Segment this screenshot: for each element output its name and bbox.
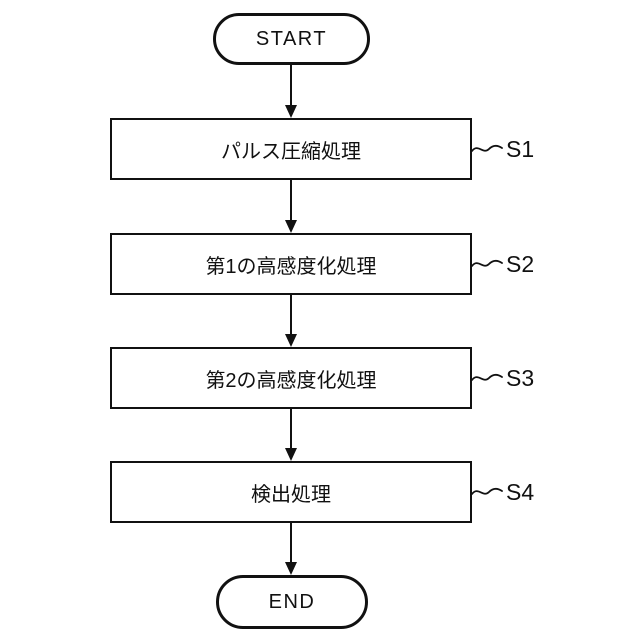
step-ref-s4: S4 <box>471 477 534 507</box>
squiggle-connector-icon <box>471 373 503 381</box>
arrow-head-icon <box>285 220 297 233</box>
arrow-s4-to-end <box>284 523 298 575</box>
process-label: パルス圧縮処理 <box>221 140 361 163</box>
squiggle-connector-icon <box>471 144 503 152</box>
process-box-detection: 検出処理 <box>110 461 472 523</box>
arrow-head-icon <box>285 105 297 118</box>
start-terminator: START <box>213 13 370 65</box>
arrow-head-icon <box>285 562 297 575</box>
end-terminator: END <box>216 575 368 629</box>
squiggle-connector-icon <box>471 259 503 267</box>
arrow-shaft <box>290 409 292 452</box>
step-ref-label: S3 <box>506 364 535 391</box>
step-ref-s1: S1 <box>471 134 534 164</box>
step-ref-s3: S3 <box>471 363 534 393</box>
arrow-shaft <box>290 523 292 566</box>
process-label: 検出処理 <box>251 483 331 506</box>
arrow-shaft <box>290 180 292 224</box>
arrow-head-icon <box>285 334 297 347</box>
end-label: END <box>268 590 316 613</box>
step-ref-s2: S2 <box>471 249 534 279</box>
process-box-first-sensitivity: 第1の高感度化処理 <box>110 233 472 295</box>
squiggle-connector-icon <box>471 487 503 495</box>
arrow-start-to-s1 <box>284 65 298 118</box>
arrow-s1-to-s2 <box>284 180 298 233</box>
step-ref-label: S4 <box>506 478 535 505</box>
arrow-shaft <box>290 65 292 109</box>
process-box-second-sensitivity: 第2の高感度化処理 <box>110 347 472 409</box>
arrow-s3-to-s4 <box>284 409 298 461</box>
step-ref-label: S1 <box>506 135 535 162</box>
process-label: 第1の高感度化処理 <box>205 255 377 278</box>
process-box-pulse-compression: パルス圧縮処理 <box>110 118 472 180</box>
process-label: 第2の高感度化処理 <box>205 369 377 392</box>
arrow-s2-to-s3 <box>284 295 298 347</box>
arrow-shaft <box>290 295 292 338</box>
step-ref-label: S2 <box>506 250 535 277</box>
start-label: START <box>255 27 328 50</box>
arrow-head-icon <box>285 448 297 461</box>
